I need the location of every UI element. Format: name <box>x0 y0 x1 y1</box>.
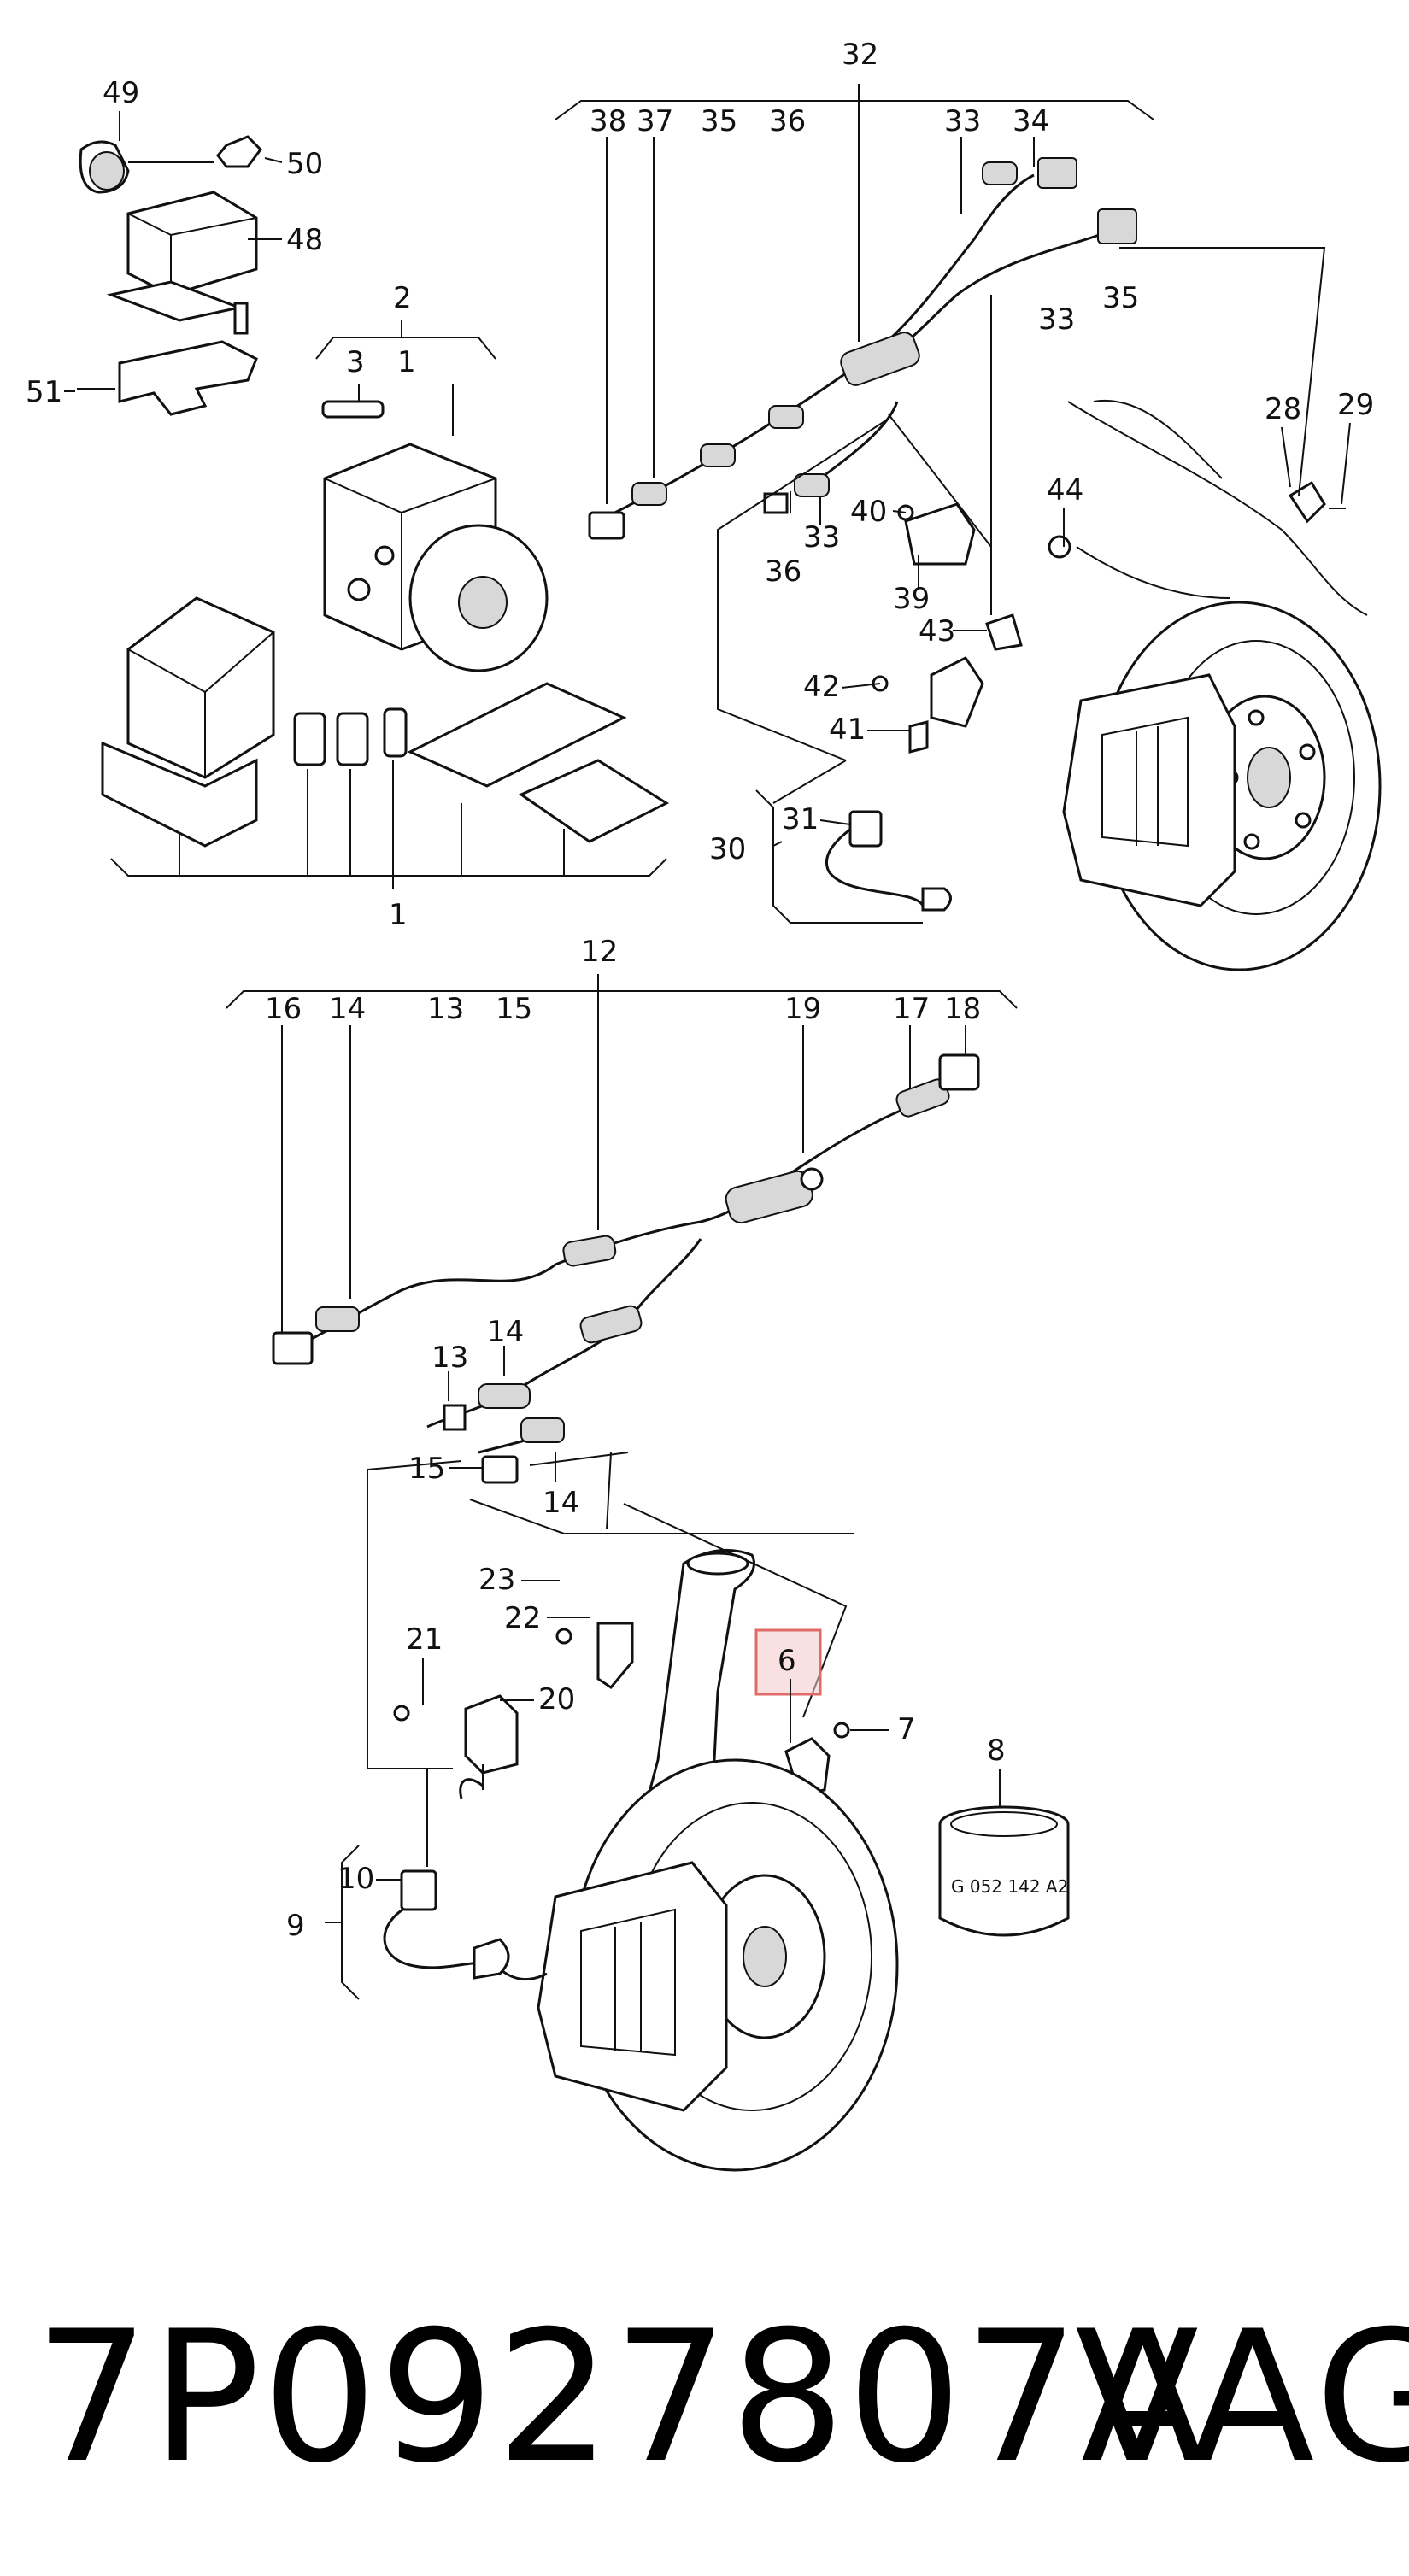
callout-12: 12 <box>581 935 618 969</box>
front-harness-group <box>226 974 1018 1769</box>
callout-36-upper: 36 <box>769 104 806 138</box>
callout-1-upper: 1 <box>397 345 416 379</box>
callout-13-upper: 13 <box>427 992 464 1026</box>
callout-23: 23 <box>478 1563 515 1597</box>
callout-43: 43 <box>919 614 955 648</box>
callout-37: 37 <box>637 104 673 138</box>
callout-21: 21 <box>406 1622 443 1657</box>
callout-39: 39 <box>893 582 930 616</box>
callout-17: 17 <box>893 992 930 1026</box>
callout-22: 22 <box>504 1601 541 1635</box>
callout-3: 3 <box>346 345 365 379</box>
callout-19: 19 <box>784 992 821 1026</box>
callout-50: 50 <box>286 147 323 181</box>
brand-name: VAG <box>1075 2291 1409 2503</box>
control-module-group <box>101 596 670 889</box>
callout-33-low: 33 <box>803 520 840 555</box>
callout-42: 42 <box>803 670 840 704</box>
callout-29: 29 <box>1337 388 1374 422</box>
callout-1-lower: 1 <box>389 898 408 932</box>
grease-label: G 052 142 A2 <box>951 1876 1068 1897</box>
callout-labels: 49 50 48 51 2 3 1 1 32 38 37 35 36 33 34… <box>26 38 1374 1943</box>
callout-9: 9 <box>286 1909 305 1943</box>
callout-2: 2 <box>393 281 412 315</box>
callout-31: 31 <box>782 802 819 836</box>
rear-harness-connectors <box>588 157 1137 540</box>
callout-15-upper: 15 <box>496 992 532 1026</box>
parts-diagram: G 052 142 A2 49 50 48 51 2 3 1 1 32 38 3… <box>26 38 1382 2172</box>
callout-38: 38 <box>590 104 626 138</box>
callout-35-mid: 35 <box>1102 281 1139 315</box>
callout-30: 30 <box>709 832 746 866</box>
highlight-box <box>754 1628 822 1696</box>
callout-20: 20 <box>538 1682 575 1716</box>
callout-6: 6 <box>778 1644 796 1678</box>
callout-14-mid: 14 <box>487 1315 524 1349</box>
callout-32: 32 <box>842 38 878 72</box>
rear-brake-disc-group <box>1062 399 1382 971</box>
callout-10: 10 <box>338 1862 374 1896</box>
callout-8: 8 <box>987 1734 1006 1768</box>
leader-lines <box>64 111 1351 1881</box>
callout-33-mid: 33 <box>1038 302 1075 337</box>
callout-18: 18 <box>944 992 981 1026</box>
callout-14-lower: 14 <box>543 1486 579 1520</box>
callout-49: 49 <box>103 76 139 110</box>
callout-44: 44 <box>1047 473 1083 508</box>
callout-7: 7 <box>897 1712 916 1746</box>
callout-13-lower: 13 <box>432 1341 468 1375</box>
callout-51: 51 <box>26 375 62 409</box>
callout-48: 48 <box>286 223 323 257</box>
rear-harness-group <box>555 84 1346 924</box>
callout-36-low: 36 <box>765 555 801 589</box>
callout-16: 16 <box>265 992 302 1026</box>
callout-41: 41 <box>829 713 866 747</box>
callout-35-upper: 35 <box>701 104 737 138</box>
callout-40: 40 <box>850 495 887 529</box>
abs-unit-group <box>315 320 549 672</box>
part-number: 7P0927807A <box>34 2291 1206 2503</box>
callout-14-upper: 14 <box>329 992 366 1026</box>
callout-34: 34 <box>1013 104 1049 138</box>
front-brake-group <box>325 1503 899 2172</box>
callout-28: 28 <box>1265 392 1301 426</box>
callout-33-upper: 33 <box>944 104 981 138</box>
callout-15-lower: 15 <box>408 1452 445 1486</box>
relay-group <box>77 135 283 416</box>
grease-tin-group: G 052 142 A2 <box>938 1769 1070 1937</box>
